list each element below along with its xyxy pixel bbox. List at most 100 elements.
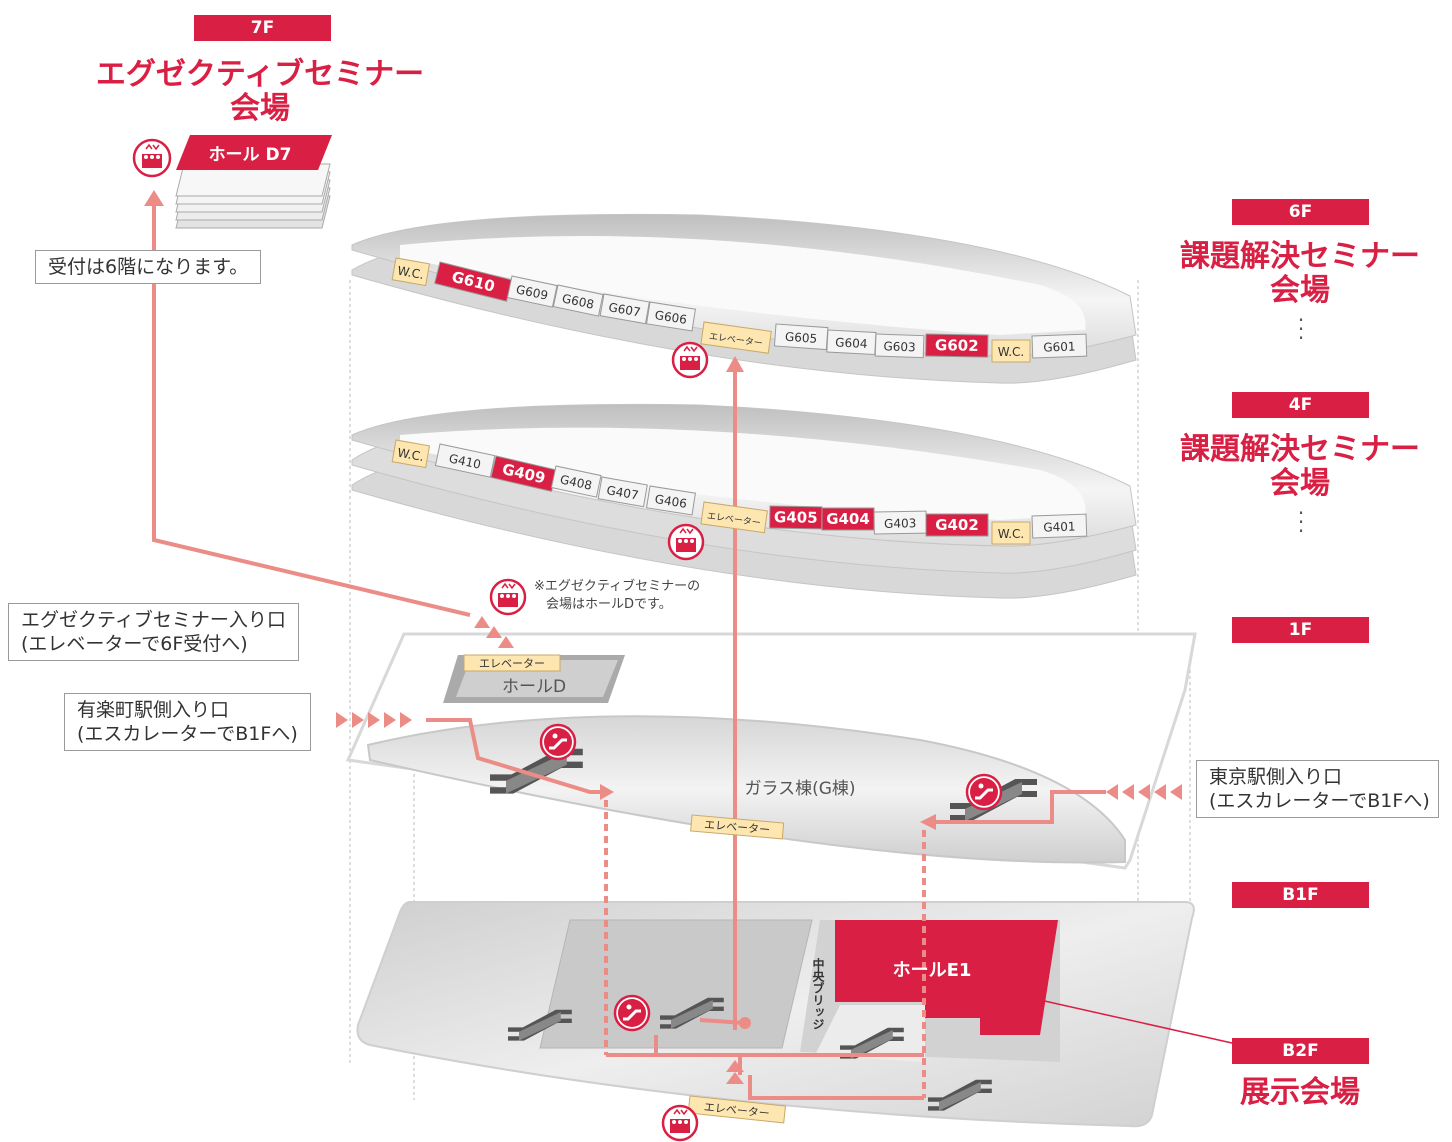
reception-label: 受付は6階になります。 (35, 250, 262, 284)
room-label: W.C. (396, 446, 425, 464)
room-label: G604 (835, 335, 868, 351)
floor-badge-b2f: B2F (1232, 1038, 1369, 1064)
exec-entrance-line2: (エレベーターで6F受付へ) (21, 633, 248, 655)
b2f-leader-line (1039, 999, 1233, 1044)
4f-title: 課題解決セミナー 会場 (1160, 433, 1440, 501)
floor-badge-b1f: B1F (1232, 882, 1369, 908)
room-label: G605 (785, 330, 818, 346)
seminar-room: G605 (773, 323, 829, 351)
4f-title-line2: 会場 (1270, 466, 1330, 501)
escalator-icon (613, 994, 651, 1032)
glass-building-label: ガラス棟(G棟) (744, 779, 855, 799)
7f-hall-stack (175, 135, 332, 229)
seminar-room: G401 (1031, 513, 1088, 539)
7f-title-line1: エグゼクティブセミナー (95, 57, 425, 92)
exec-entrance-label: エグゼクティブセミナー入り口 (エレベーターで6F受付へ) (8, 603, 299, 661)
hall-d-elevator-label: エレベーター (479, 657, 545, 670)
elevator-icon (489, 578, 527, 616)
6f-title-line2: 会場 (1270, 273, 1330, 308)
utility-room: W.C. (391, 439, 431, 469)
seminar-room: G406 (645, 485, 697, 516)
room-label: G603 (883, 339, 916, 354)
floor-badge-6f: 6F (1232, 199, 1369, 225)
hall-d-elevator-tag: エレベーター (463, 654, 561, 672)
utility-room: W.C. (991, 521, 1031, 545)
room-label: G607 (607, 300, 641, 319)
room-label: W.C. (998, 345, 1025, 359)
utility-room: W.C. (991, 339, 1031, 363)
floor-badge-1f: 1F (1232, 617, 1369, 643)
b2f-elevator-tag: エレベーター (687, 1095, 787, 1124)
room-label: G401 (1043, 519, 1076, 534)
route-dashed (604, 800, 926, 1098)
elevator-icon (132, 138, 172, 178)
continuation-dots: ··· (1297, 501, 1305, 543)
note-line2: 会場はホールDです。 (546, 597, 672, 612)
room-label: G608 (561, 291, 595, 311)
room-label: G403 (884, 516, 916, 531)
escalator-icon (965, 773, 1003, 811)
room-label: W.C. (396, 264, 425, 282)
escalator-icon (539, 723, 577, 761)
room-label: G405 (774, 508, 818, 527)
seminar-room-highlight: G405 (769, 505, 823, 530)
yurakucho-line2: (エスカレーターでB1Fへ) (77, 723, 298, 745)
seminar-room: G410 (434, 443, 496, 478)
utility-room: エレベーター (700, 501, 768, 534)
tokyo-line1: 東京駅側入り口 (1209, 766, 1343, 788)
b2f-title: 展示会場 (1240, 1075, 1360, 1110)
utility-room: W.C. (391, 257, 431, 287)
route-lines (152, 206, 1106, 1100)
yurakucho-entrance-label: 有楽町駅側入り口 (エスカレーターでB1Fへ) (64, 693, 311, 751)
floor-badge-7f: 7F (194, 15, 331, 41)
hall-e1-label: ホールE1 (893, 960, 972, 981)
seminar-room-highlight: G402 (925, 513, 989, 537)
hall-d7-label: ホール D7 (209, 145, 292, 165)
6f-title: 課題解決セミナー 会場 (1160, 240, 1440, 308)
room-label: G407 (605, 483, 639, 502)
room-label: W.C. (998, 527, 1025, 541)
continuation-dots: ··· (1297, 308, 1305, 350)
seminar-room: G609 (506, 275, 558, 308)
seminar-room: G603 (874, 333, 925, 359)
tokyo-entrance-label: 東京駅側入り口 (エスカレーターでB1Fへ) (1196, 760, 1439, 818)
elevator-icon (667, 523, 705, 561)
room-label: G404 (826, 510, 870, 528)
4f-title-line1: 課題解決セミナー (1180, 432, 1420, 467)
room-label: G410 (448, 451, 482, 471)
seminar-room: G604 (826, 329, 877, 356)
floor-badge-4f: 4F (1232, 392, 1369, 418)
seminar-room-highlight: G404 (821, 507, 875, 531)
seminar-room: G607 (599, 293, 650, 325)
room-label: G602 (935, 336, 979, 355)
bridge-label: 中央ブリッジ (811, 957, 825, 1030)
hall-d-note: ※エグゼクティブセミナーの 会場はホールDです。 (534, 578, 700, 614)
elevator-icon (661, 1104, 699, 1142)
seminar-room: G606 (645, 301, 697, 332)
seminar-room: G407 (597, 476, 648, 508)
b2f-floor (356, 901, 1195, 1128)
seminar-room: G408 (550, 465, 602, 498)
exec-entrance-line1: エグゼクティブセミナー入り口 (21, 609, 286, 631)
1f-elevator-tag: エレベーター (690, 814, 785, 840)
seminar-room: G608 (552, 284, 604, 317)
6f-title-line1: 課題解決セミナー (1180, 239, 1420, 274)
yurakucho-line1: 有楽町駅側入り口 (77, 699, 230, 721)
1f-elevator-label: エレベーター (704, 818, 771, 837)
7f-title: エグゼクティブセミナー 会場 (60, 58, 460, 126)
room-label: G601 (1043, 339, 1076, 354)
arrowheads (144, 190, 1182, 1084)
seminar-room: G601 (1031, 333, 1088, 359)
room-label: G402 (935, 516, 979, 534)
7f-title-line2: 会場 (230, 91, 290, 126)
tokyo-line2: (エスカレーターでB1Fへ) (1209, 790, 1430, 812)
room-label: G408 (559, 472, 593, 492)
room-label: G406 (654, 492, 688, 511)
room-label: G606 (654, 308, 688, 327)
elevator-icon (671, 341, 709, 379)
room-label: G609 (515, 282, 549, 302)
hall-d-label: ホールD (502, 677, 566, 697)
